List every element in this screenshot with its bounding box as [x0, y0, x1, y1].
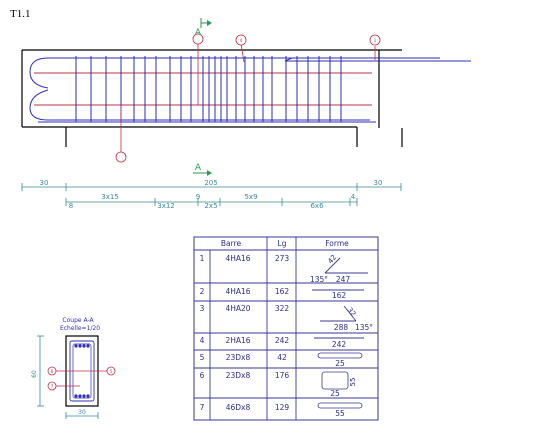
row-number: 5	[200, 353, 205, 362]
dim-label: 2x5	[204, 202, 217, 210]
cross-section: Coupe A-A Echelle=1/20 6 7 5 60 30	[31, 317, 116, 419]
bar-length: 242	[275, 336, 290, 345]
section-cut-bottom: A	[193, 163, 212, 176]
marker-label: 1	[374, 38, 377, 43]
bar-type: 4HA16	[225, 254, 250, 263]
dim-label: 9	[196, 193, 200, 201]
bar-length: 176	[275, 371, 290, 380]
row-number: 7	[200, 403, 205, 412]
marker-label: 5	[110, 369, 113, 374]
beam-elevation: 4 1 A A	[21, 18, 471, 176]
bar-length: 322	[275, 304, 290, 313]
dim-label: 4	[351, 193, 356, 201]
bar-type: 46Dx8	[226, 403, 251, 412]
dim-label: 3x12	[157, 202, 175, 210]
shape-dim: 162	[332, 291, 347, 300]
section-scale: Echelle=1/20	[60, 325, 100, 332]
shape-dim: 42	[326, 253, 338, 265]
bar-length: 273	[275, 254, 290, 263]
bar-shape-1: 42 135° 247	[310, 253, 368, 284]
dimension-chain	[21, 183, 402, 206]
section-width: 30	[78, 409, 86, 416]
bar-length: 129	[275, 403, 290, 412]
bar-length: 162	[275, 287, 290, 296]
shape-dim: 25	[330, 389, 340, 398]
dim-label: 3x15	[101, 193, 119, 201]
bar-shape-3: 32 288 135°	[320, 305, 373, 332]
bar-type: 23Dx8	[226, 353, 251, 362]
marker-label: 7	[51, 384, 54, 389]
shape-dim: 135°	[355, 323, 373, 332]
bar-type: 23Dx8	[226, 371, 251, 380]
shape-dim: 55	[349, 378, 357, 387]
shape-dim: 135°	[310, 275, 328, 284]
section-height: 60	[31, 370, 38, 378]
dim-label: 30	[40, 179, 49, 187]
bar-type: 4HA16	[225, 287, 250, 296]
shape-dim: 55	[335, 409, 345, 418]
bar-type: 2HA16	[225, 336, 250, 345]
bar-length: 42	[277, 353, 287, 362]
dim-label: 5x9	[244, 193, 257, 201]
marker-label: 4	[240, 38, 243, 43]
shape-dim: 247	[336, 275, 351, 284]
marker-label: 6	[51, 369, 54, 374]
shape-dim: 242	[332, 340, 347, 349]
row-number: 4	[200, 336, 205, 345]
row-number: 6	[200, 371, 205, 380]
shape-dim: 25	[335, 359, 345, 368]
dim-label: 8	[69, 202, 73, 210]
table-header: Lg	[278, 239, 287, 248]
bar-schedule-table: Barre Lg Forme 1 4HA16 273 42 135° 247 2…	[193, 236, 379, 421]
table-header: Forme	[325, 239, 349, 248]
shape-dim: 32	[345, 306, 357, 318]
section-label: A	[195, 163, 202, 173]
dim-label: 30	[374, 179, 383, 187]
page-title: T1.1	[10, 8, 31, 20]
row-number: 1	[200, 254, 205, 263]
bar-type: 4HA20	[225, 304, 250, 313]
dim-label: 6x6	[310, 202, 324, 210]
section-title: Coupe A-A	[62, 317, 94, 324]
table-header: Barre	[221, 239, 242, 248]
section-cut-top: A	[195, 18, 212, 38]
dim-label: 205	[204, 179, 217, 187]
row-number: 3	[200, 304, 205, 313]
section-label: A	[195, 28, 202, 38]
shape-dim: 288	[334, 323, 349, 332]
row-number: 2	[200, 287, 205, 296]
